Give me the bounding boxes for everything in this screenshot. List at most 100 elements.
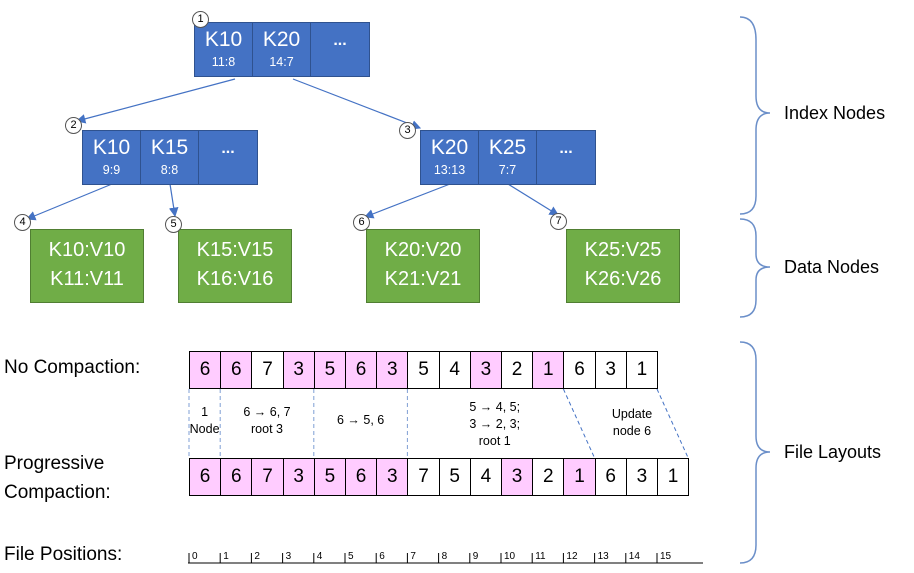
data-node-entry: K11:V11 xyxy=(50,268,124,290)
no-compaction-label: No Compaction: xyxy=(4,357,141,378)
index-node-3-more: ... xyxy=(536,130,596,185)
edge-3-7 xyxy=(507,183,560,216)
annotation-line: Node xyxy=(189,422,220,436)
data-node-entry: K16:V16 xyxy=(196,268,274,290)
data-node-entry: K25:V25 xyxy=(584,239,662,261)
position-label: 4 xyxy=(316,551,323,562)
file-cell: 5 xyxy=(438,458,471,496)
file-cell: 1 xyxy=(563,458,596,496)
file-cell: 2 xyxy=(501,351,534,389)
edge-2-4 xyxy=(25,183,113,221)
index-node-1-more: ... xyxy=(310,22,370,77)
data-node-entry: K10:V10 xyxy=(48,239,126,261)
file-cell: 3 xyxy=(625,458,658,496)
annotation-line: 3 → 2, 3; xyxy=(469,417,521,431)
index-pointer: 11:8 xyxy=(211,55,236,69)
data-node-entry: K15:V15 xyxy=(196,239,274,261)
index-key: K25 xyxy=(488,136,527,159)
index-key: K10 xyxy=(204,28,243,51)
file-cell: 5 xyxy=(407,351,440,389)
annotation-dividers xyxy=(188,388,689,459)
annotation-line: 6 → 6, 7 xyxy=(243,405,291,419)
position-label: 10 xyxy=(504,551,516,562)
index-key: K10 xyxy=(92,136,131,159)
file-cell: 1 xyxy=(625,351,658,389)
node-number-badge: 1 xyxy=(192,11,209,28)
annotation-line: 5 → 4, 5; xyxy=(469,400,521,414)
file-cell: 2 xyxy=(532,458,565,496)
node-number-badge: 3 xyxy=(399,122,416,139)
brace-data xyxy=(739,218,771,318)
annotation-2: 6 → 5, 6 xyxy=(311,412,411,429)
edge-2-5 xyxy=(168,183,179,218)
position-label: 12 xyxy=(566,551,578,562)
annotation-line: 1 xyxy=(201,405,209,419)
index-node-1-cell: K10 11:8 xyxy=(194,22,253,77)
file-cell: 1 xyxy=(532,351,565,389)
file-cell: 3 xyxy=(282,351,315,389)
file-cell: 7 xyxy=(407,458,440,496)
file-cell: 7 xyxy=(251,351,284,389)
edge-1-3 xyxy=(292,78,422,130)
annotation-3: 5 → 4, 5; 3 → 2, 3; root 1 xyxy=(445,399,545,450)
index-pointer: 13:13 xyxy=(433,163,466,177)
annotation-line: node 6 xyxy=(612,424,652,438)
file-cell: 1 xyxy=(657,458,690,496)
position-label: 7 xyxy=(410,551,416,562)
node-number-badge: 6 xyxy=(353,214,370,231)
position-label: 8 xyxy=(441,551,448,562)
index-pointer: 14:7 xyxy=(269,55,294,69)
node-number-badge: 5 xyxy=(165,216,182,233)
file-cell: 6 xyxy=(594,458,627,496)
file-cell: 6 xyxy=(345,351,378,389)
brace-file xyxy=(739,341,771,564)
annotation-line: root 1 xyxy=(478,434,511,448)
position-label: 0 xyxy=(192,551,198,562)
file-cell: 6 xyxy=(220,458,253,496)
annotation-1: 6 → 6, 7 root 3 xyxy=(217,404,317,438)
file-positions-label: File Positions: xyxy=(4,544,123,565)
file-cell: 5 xyxy=(313,458,346,496)
file-cell: 6 xyxy=(220,351,253,389)
index-pointer: 9:9 xyxy=(102,163,121,177)
edge-3-6 xyxy=(363,183,451,219)
divider-slant-15 xyxy=(656,388,689,459)
file-cell: 3 xyxy=(376,351,409,389)
position-label: 11 xyxy=(535,551,546,562)
file-cell: 3 xyxy=(469,351,502,389)
position-label: 15 xyxy=(660,551,672,562)
annotation-line: 6 → 5, 6 xyxy=(336,413,385,427)
file-cell: 3 xyxy=(594,351,627,389)
index-node-1-cell: K20 14:7 xyxy=(252,22,311,77)
index-key: K20 xyxy=(430,136,469,159)
node-number-badge: 7 xyxy=(550,213,567,230)
file-cell: 3 xyxy=(376,458,409,496)
divider-slant-12 xyxy=(562,388,596,459)
node-number-badge: 4 xyxy=(14,214,31,231)
progressive-label-line2: Compaction: xyxy=(4,482,111,503)
annotation-line: Update xyxy=(611,407,653,421)
data-node-entry: K26:V26 xyxy=(584,268,662,290)
index-node-2-more: ... xyxy=(198,130,258,185)
index-nodes-label: Index Nodes xyxy=(784,103,886,123)
file-cell: 4 xyxy=(438,351,471,389)
file-layouts-label: File Layouts xyxy=(784,442,882,462)
file-cell: 3 xyxy=(501,458,534,496)
tree-edges xyxy=(25,78,560,221)
annotation-line: root 3 xyxy=(251,422,283,436)
file-cell: 3 xyxy=(282,458,315,496)
index-key: K15 xyxy=(150,136,189,159)
index-key: K20 xyxy=(262,28,301,51)
position-label: 14 xyxy=(628,551,640,562)
position-label: 9 xyxy=(472,551,479,562)
file-cell: 6 xyxy=(189,351,222,389)
position-label: 2 xyxy=(254,551,260,562)
